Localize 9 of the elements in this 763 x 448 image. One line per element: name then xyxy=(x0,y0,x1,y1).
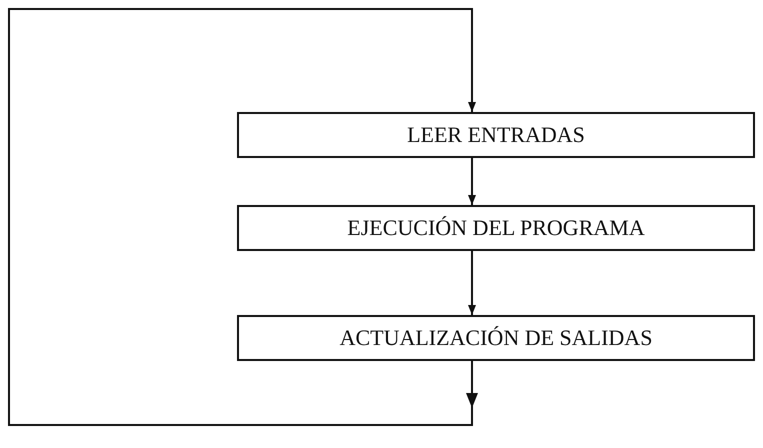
arrow xyxy=(468,158,476,205)
arrow xyxy=(8,8,478,426)
process-label: LEER ENTRADAS xyxy=(407,122,585,148)
process-box xyxy=(237,315,755,361)
process-box xyxy=(237,205,755,251)
process-box xyxy=(237,112,755,158)
process-label: EJECUCIÓN DEL PROGRAMA xyxy=(347,215,645,241)
arrow xyxy=(468,251,476,315)
process-label: ACTUALIZACIÓN DE SALIDAS xyxy=(340,325,652,351)
